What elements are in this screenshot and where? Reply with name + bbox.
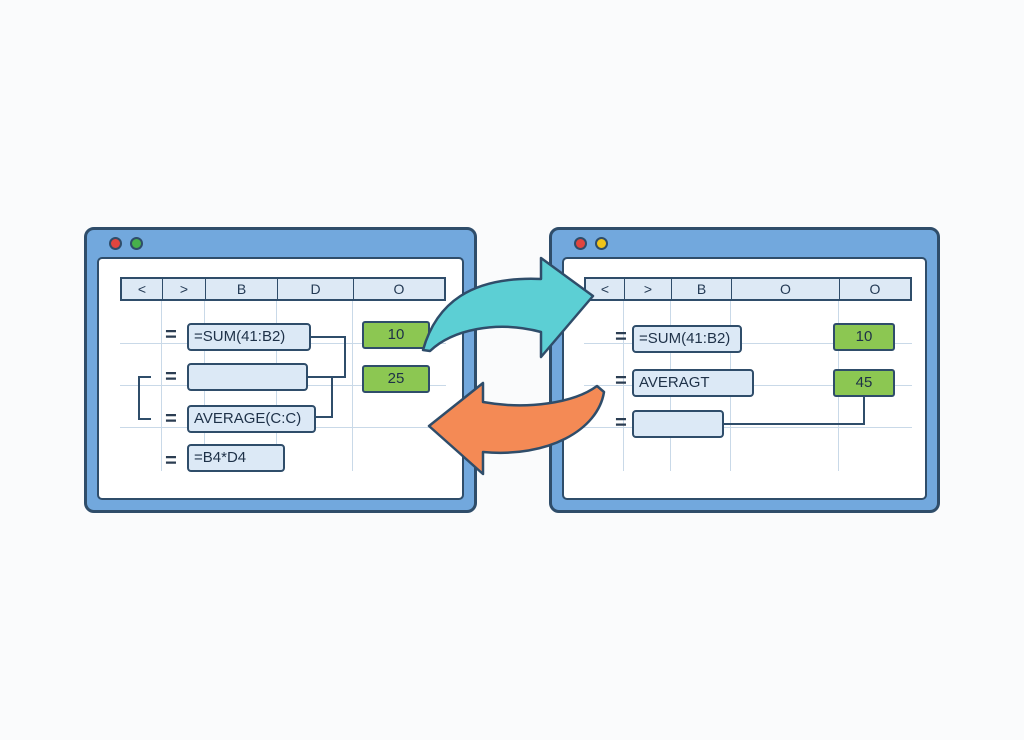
value-cell[interactable]: 10 — [833, 323, 895, 351]
arrow-right-icon — [421, 256, 595, 359]
equals-sign: = — [165, 324, 177, 346]
close-dot-icon[interactable] — [574, 237, 587, 250]
value-cell[interactable]: 10 — [362, 321, 430, 349]
equals-sign: = — [165, 366, 177, 388]
minimize-dot-icon[interactable] — [595, 237, 608, 250]
nav-prev-header[interactable]: < — [586, 279, 625, 299]
right-sheet-area: < > B O O = = = =SUM(41:B2) AVERAGT 10 4… — [562, 257, 927, 500]
formula-average-cell[interactable]: AVERAGT — [632, 369, 754, 397]
formula-sum-cell[interactable]: =SUM(41:B2) — [187, 323, 311, 351]
formula-sum-cell[interactable]: =SUM(41:B2) — [632, 325, 742, 353]
equals-sign: = — [615, 412, 627, 434]
formula-product-cell[interactable]: =B4*D4 — [187, 444, 285, 472]
arrow-left-icon — [427, 381, 606, 476]
column-header-o[interactable]: O — [732, 279, 840, 299]
column-header-d[interactable]: D — [278, 279, 354, 299]
equals-sign: = — [615, 370, 627, 392]
right-connector-lines — [724, 397, 865, 425]
column-header-o[interactable]: O — [393, 281, 405, 297]
nav-next-header[interactable]: > — [625, 279, 672, 299]
column-header-o[interactable]: O — [869, 281, 881, 297]
right-spreadsheet-window: < > B O O = = = =SUM(41:B2) AVERAGT 10 4… — [549, 227, 940, 513]
close-dot-icon[interactable] — [109, 237, 122, 250]
nav-prev-header[interactable]: < — [122, 279, 163, 299]
column-header-row: < > B D O — [120, 277, 446, 301]
equals-sign: = — [615, 326, 627, 348]
maximize-dot-icon[interactable] — [130, 237, 143, 250]
column-header-b[interactable]: B — [672, 279, 732, 299]
formula-empty-cell[interactable] — [187, 363, 308, 391]
formula-empty-cell[interactable] — [632, 410, 724, 438]
equals-sign: = — [165, 408, 177, 430]
equals-sign: = — [165, 450, 177, 472]
left-connector-lines — [138, 336, 346, 420]
column-header-row: < > B O O — [584, 277, 912, 301]
column-header-b[interactable]: B — [206, 279, 278, 299]
formula-average-cell[interactable]: AVERAGE(C:C) — [187, 405, 316, 433]
value-cell[interactable]: 45 — [833, 369, 895, 397]
nav-next-header[interactable]: > — [163, 279, 206, 299]
value-cell[interactable]: 25 — [362, 365, 430, 393]
